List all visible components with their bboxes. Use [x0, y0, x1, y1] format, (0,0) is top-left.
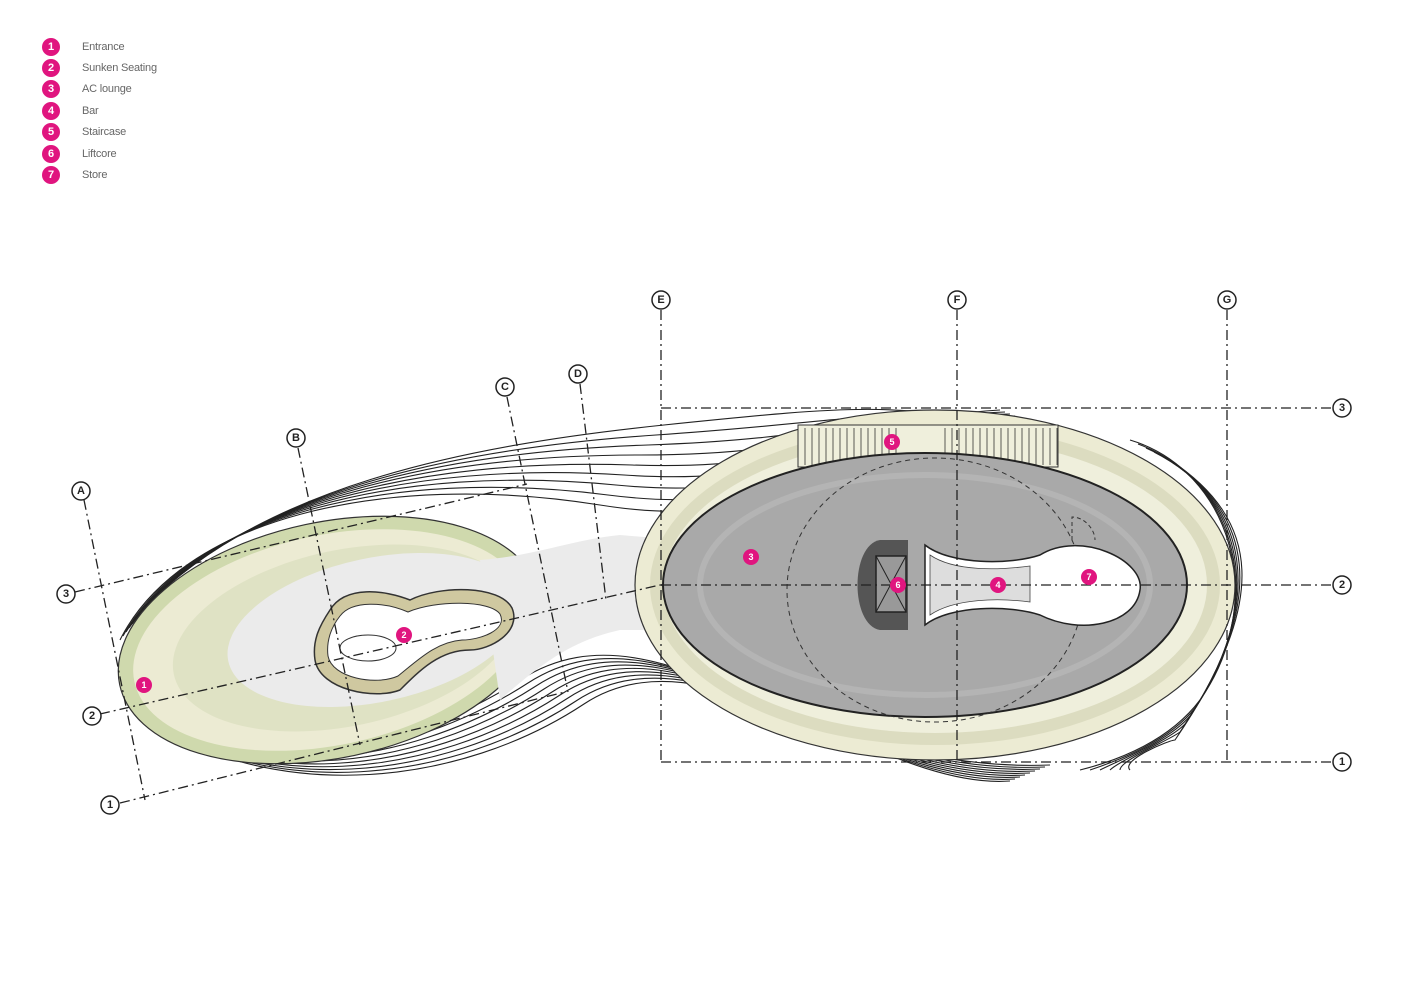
- legend: 1 Entrance 2 Sunken Seating 3 AC lounge 4 Ba…: [42, 36, 157, 186]
- svg-text:5: 5: [889, 437, 894, 447]
- svg-text:D: D: [574, 368, 582, 380]
- svg-text:B: B: [292, 432, 300, 444]
- svg-text:E: E: [657, 294, 664, 306]
- grid-bubble-right-1: 1: [1332, 752, 1352, 772]
- grid-bubble-e: E: [651, 290, 671, 310]
- svg-text:2: 2: [89, 710, 95, 722]
- grid-line-left-3: [74, 483, 528, 593]
- svg-text:C: C: [501, 381, 509, 393]
- legend-label: Store: [82, 169, 108, 182]
- marker-ac-lounge: 3: [743, 549, 759, 565]
- legend-badge: 5: [42, 123, 60, 142]
- grid-line-left-1: [119, 691, 566, 804]
- legend-badge: 2: [42, 59, 60, 78]
- svg-text:6: 6: [895, 580, 900, 590]
- svg-text:1: 1: [107, 799, 113, 811]
- legend-item: 7 Store: [42, 164, 157, 185]
- legend-label: AC lounge: [82, 83, 132, 96]
- svg-text:4: 4: [995, 580, 1000, 590]
- connector-neck: [480, 535, 680, 700]
- svg-text:1: 1: [1339, 756, 1345, 768]
- grid-line-left-2: [99, 584, 661, 715]
- grid-bubble-left-2: 2: [82, 706, 102, 726]
- roof-fin-line: [1128, 459, 1243, 771]
- legend-badge: 1: [42, 37, 60, 56]
- grid-bubble-f: F: [947, 290, 967, 310]
- legend-item: 2 Sunken Seating: [42, 57, 157, 78]
- bar-store: [924, 543, 1141, 627]
- legend-label: Liftcore: [82, 147, 117, 160]
- grid-bubble-c: C: [495, 377, 515, 397]
- legend-label: Sunken Seating: [82, 62, 157, 75]
- grid-bubble-left-3: 3: [56, 584, 76, 604]
- grid-line-a: [83, 499, 146, 801]
- grid-bubble-g: G: [1217, 290, 1237, 310]
- legend-badge: 4: [42, 101, 60, 120]
- legend-label: Staircase: [82, 126, 127, 139]
- legend-badge: 7: [42, 166, 60, 185]
- store-door: [1071, 516, 1096, 541]
- svg-text:3: 3: [1339, 402, 1345, 414]
- svg-text:3: 3: [63, 588, 69, 600]
- legend-item: 5 Staircase: [42, 122, 157, 143]
- legend-item: 6 Liftcore: [42, 143, 157, 164]
- marker-store: 7: [1081, 569, 1097, 585]
- svg-text:2: 2: [1339, 579, 1345, 591]
- svg-text:A: A: [77, 485, 85, 497]
- grid-bubble-right-2: 2: [1332, 575, 1352, 595]
- svg-text:F: F: [954, 294, 961, 306]
- svg-text:G: G: [1223, 294, 1232, 306]
- legend-item: 1 Entrance: [42, 36, 157, 57]
- grid-bubble-right-3: 3: [1332, 398, 1352, 418]
- room-markers: 1 2 3 4 5 6 7: [136, 434, 1097, 693]
- marker-bar: 4: [990, 577, 1006, 593]
- grid-bubble-b: B: [286, 428, 306, 448]
- marker-liftcore: 6: [890, 577, 906, 593]
- grid-bubble-left-1: 1: [100, 795, 120, 815]
- grid-line-d: [579, 383, 607, 601]
- legend-item: 3 AC lounge: [42, 79, 157, 100]
- legend-item: 4 Bar: [42, 100, 157, 121]
- grid-bubble-d: D: [568, 364, 588, 384]
- legend-label: Bar: [82, 104, 99, 117]
- svg-text:1: 1: [141, 680, 146, 690]
- svg-text:7: 7: [1086, 572, 1091, 582]
- svg-text:2: 2: [401, 630, 406, 640]
- bar-counter: [929, 554, 1031, 616]
- marker-entrance: 1: [136, 677, 152, 693]
- marker-staircase: 5: [884, 434, 900, 450]
- grid-bubble-a: A: [71, 481, 91, 501]
- legend-label: Entrance: [82, 40, 125, 53]
- grid-bubbles: A B C D E F G 3 2 1 3 2 1: [56, 290, 1352, 815]
- svg-text:3: 3: [748, 552, 753, 562]
- marker-sunken-seating: 2: [396, 627, 412, 643]
- legend-badge: 3: [42, 80, 60, 99]
- legend-badge: 6: [42, 144, 60, 163]
